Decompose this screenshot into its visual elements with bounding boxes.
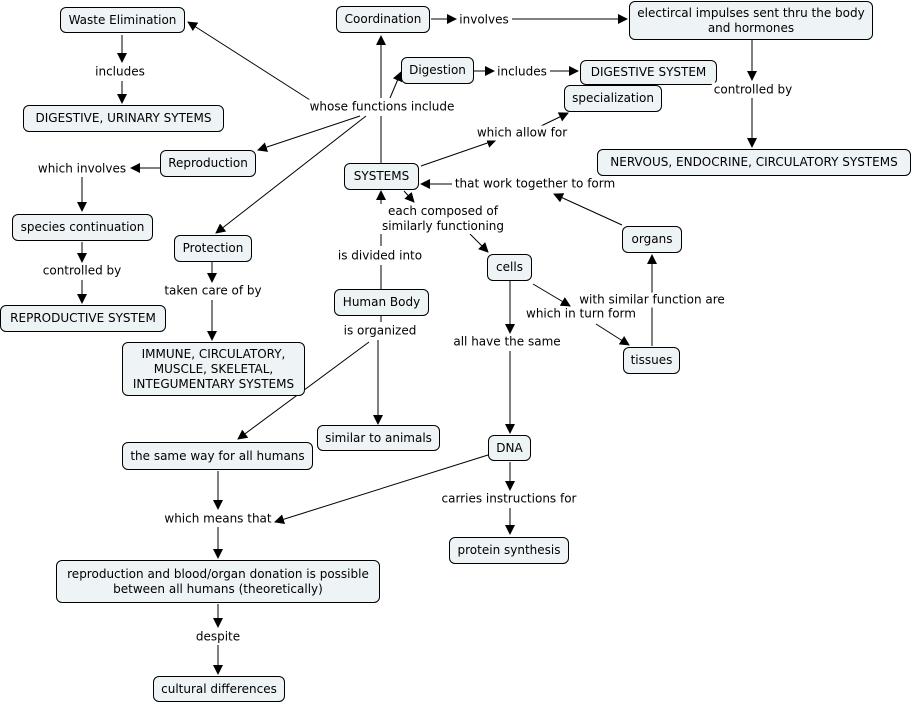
label-despite: despite [193, 629, 243, 645]
node-cells[interactable]: cells [487, 254, 532, 281]
node-digestion[interactable]: Digestion [401, 57, 474, 84]
node-nervous-endocrine-circulatory[interactable]: NERVOUS, ENDOCRINE, CIRCULATORY SYSTEMS [597, 149, 911, 176]
node-digestive-urinary-systems[interactable]: DIGESTIVE, URINARY SYTEMS [23, 105, 224, 132]
node-coordination[interactable]: Coordination [336, 6, 430, 33]
edge-label-to-digestion [389, 71, 403, 99]
edge-dna-to-which-means [274, 454, 489, 525]
edge-which-allow-to-specialization [540, 112, 569, 127]
node-reproductive-system[interactable]: REPRODUCTIVE SYSTEM [0, 305, 166, 332]
node-similar-to-animals[interactable]: similar to animals [317, 425, 440, 451]
node-organs[interactable]: organs [622, 226, 682, 253]
node-protection[interactable]: Protection [174, 235, 252, 262]
node-protein-synthesis[interactable]: protein synthesis [449, 537, 569, 564]
label-which-involves: which involves [35, 161, 129, 177]
edge-systems-to-each-composed [403, 190, 415, 203]
label-which-in-turn-form: which in turn form [524, 306, 638, 322]
node-immune-circulatory-systems[interactable]: IMMUNE, CIRCULATORY, MUSCLE, SKELETAL, I… [122, 342, 305, 396]
label-carries-instructions-for: carries instructions for [439, 491, 579, 507]
label-with-similar-function: with similar function are [577, 292, 727, 308]
node-dna[interactable]: DNA [488, 435, 531, 461]
node-tissues[interactable]: tissues [623, 347, 680, 374]
edge-label-to-waste [187, 21, 311, 101]
node-reproduction[interactable]: Reproduction [160, 150, 256, 177]
label-which-allow-for: which allow for [474, 125, 570, 141]
node-cultural-differences[interactable]: cultural differences [153, 676, 285, 702]
label-which-means-that: which means that [162, 511, 274, 527]
node-human-body[interactable]: Human Body [334, 289, 429, 316]
node-waste-elimination[interactable]: Waste Elimination [60, 7, 185, 33]
edge-systems-to-which-allow [420, 138, 497, 167]
edge-each-composed-to-cells [469, 233, 489, 253]
node-systems[interactable]: SYSTEMS [344, 163, 419, 190]
label-each-composed-of: each composed of similarly functioning [379, 204, 507, 234]
node-electrical-impulses[interactable]: electircal impulses sent thru the body a… [629, 1, 873, 40]
label-all-have-the-same: all have the same [451, 334, 563, 350]
edge-label-to-reproduction [257, 115, 361, 152]
label-that-work-together: that work together to form [452, 176, 618, 192]
node-digestive-system[interactable]: DIGESTIVE SYSTEM [580, 60, 717, 85]
edge-label-to-protection [215, 115, 367, 234]
edge-which-in-turn-to-tissues [595, 323, 630, 346]
label-whose-functions-include: whose functions include [307, 99, 457, 115]
label-taken-care-of-by: taken care of by [162, 283, 264, 299]
label-controlled-by-impulses: controlled by [711, 82, 795, 98]
label-involves: involves [457, 12, 511, 28]
label-is-organized: is organized [341, 323, 419, 339]
edge-cells-to-with-similar [532, 283, 571, 307]
node-same-way-for-all-humans[interactable]: the same way for all humans [122, 442, 313, 470]
label-controlled-by-repro: controlled by [40, 263, 124, 279]
node-species-continuation[interactable]: species continuation [12, 214, 153, 241]
label-is-divided-into: is divided into [335, 248, 425, 264]
label-includes-digestion: includes [495, 64, 549, 80]
edge-organs-to-work-together [553, 193, 623, 226]
node-specialization[interactable]: specialization [564, 85, 662, 112]
node-reproduction-donation[interactable]: reproduction and blood/organ donation is… [56, 560, 380, 603]
label-includes-waste: includes [93, 64, 147, 80]
